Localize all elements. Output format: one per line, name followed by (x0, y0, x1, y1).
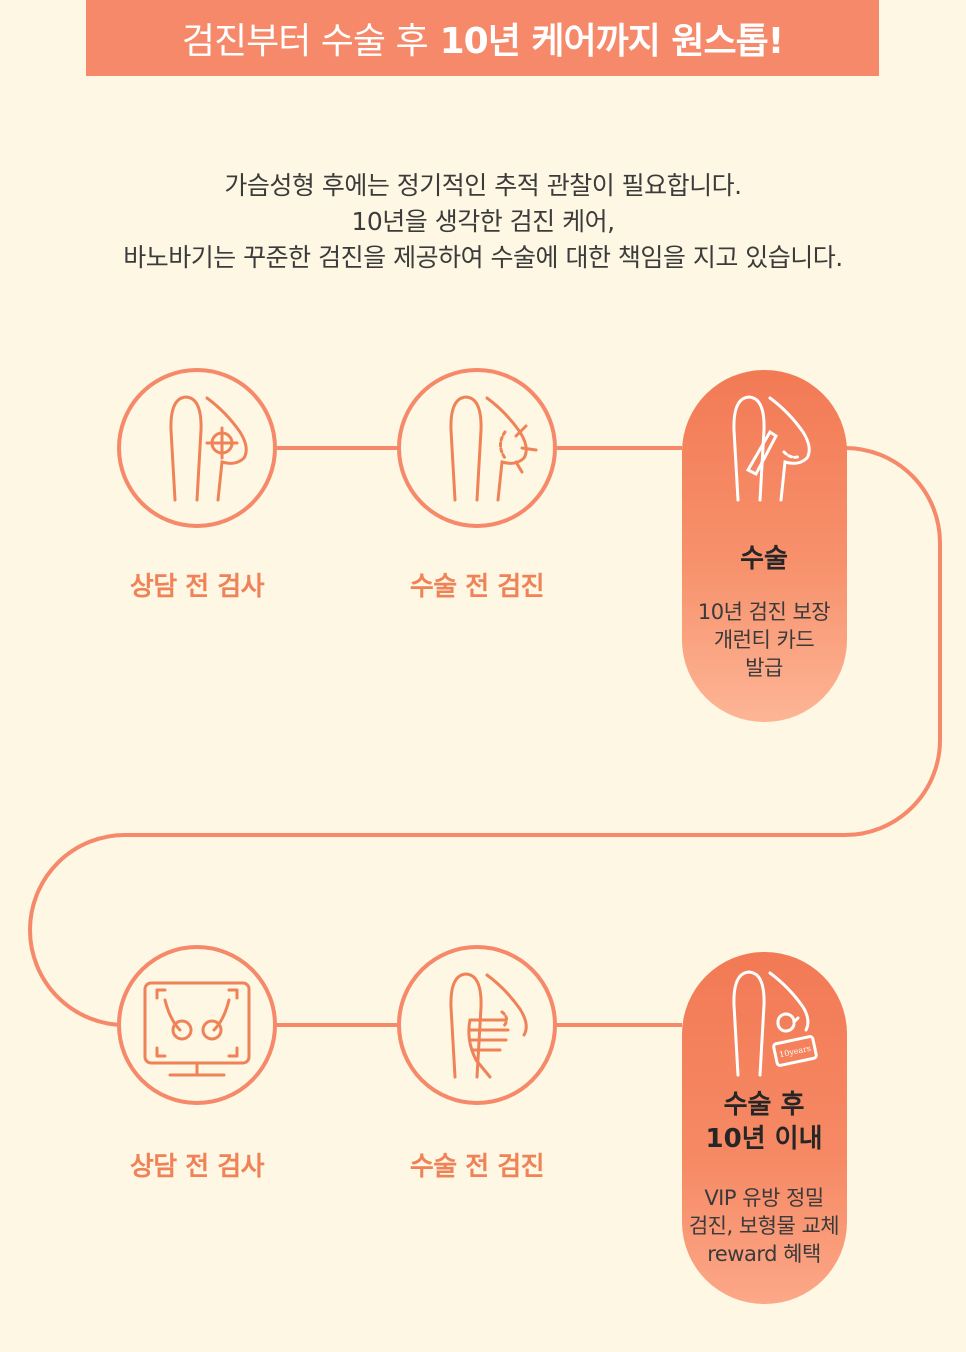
intro-line-3: 바노바기는 꾸준한 검진을 제공하여 수술에 대한 책임을 지고 있습니다. (123, 243, 843, 272)
row2-step2-label: 수술 전 검진 (409, 1152, 545, 1182)
intro-text: 가슴성형 후에는 정기적인 추적 관찰이 필요합니다. 10년을 생각한 검진 … (0, 168, 966, 276)
banner-bold-text: 10년 케어까지 원스톱! (439, 21, 785, 62)
breast-hand-exam-icon (397, 945, 557, 1105)
row1-step3-title: 수술 (740, 544, 788, 574)
row2-step3-desc-line1: VIP 유방 정밀 (704, 1186, 824, 1210)
row1-step2-label: 수술 전 검진 (409, 572, 545, 602)
row1-step3-desc-line2: 개런티 카드 (713, 628, 815, 652)
intro-line-1: 가슴성형 후에는 정기적인 추적 관찰이 필요합니다. (224, 171, 742, 200)
row2-step3-title: 수술 후 10년 이내 (679, 1088, 849, 1156)
row1-step3-desc-line3: 발급 (745, 656, 783, 680)
row2-step3-desc-line2: 검진, 보형물 교체 (688, 1214, 840, 1238)
breast-guarantee-card-icon (732, 970, 818, 1077)
row2-step3-desc-line3: reward 혜택 (707, 1242, 821, 1266)
row1-step1-label: 상담 전 검사 (129, 572, 265, 602)
header-banner: 검진부터 수술 후 10년 케어까지 원스톱! (86, 0, 879, 76)
row2-step3-title-line2: 10년 이내 (705, 1124, 823, 1154)
row2-step1-label: 상담 전 검사 (129, 1152, 265, 1182)
connector-serpentine (27, 446, 942, 1027)
row1-step3-desc: 10년 검진 보장 개런티 카드 발급 (679, 598, 849, 682)
surgery-pill (682, 370, 847, 722)
banner-light-text: 검진부터 수술 후 (181, 21, 429, 62)
row1-step3-desc-line1: 10년 검진 보장 (697, 600, 831, 624)
row2-step3-desc: VIP 유방 정밀 검진, 보형물 교체 reward 혜택 (679, 1184, 849, 1268)
row2-step3-title-line1: 수술 후 (723, 1090, 805, 1120)
connector-track (27, 446, 942, 1027)
breast-target-icon (117, 368, 277, 528)
monitor-scan-icon (117, 945, 277, 1105)
breast-scalpel-icon (732, 395, 811, 502)
breast-expand-icon (397, 368, 557, 528)
intro-line-2: 10년을 생각한 검진 케어, (351, 207, 615, 236)
post-surgery-pill: 10years (682, 952, 847, 1304)
